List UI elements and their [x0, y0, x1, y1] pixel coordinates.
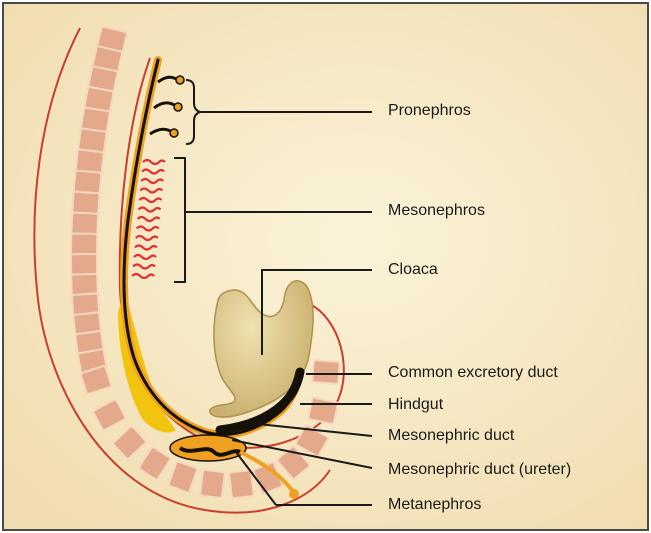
label-metanephros: Metanephros: [388, 496, 481, 514]
label-common-excretory-duct: Common excretory duct: [388, 364, 558, 382]
somite-block: [312, 360, 340, 384]
label-mesonephric-duct: Mesonephric duct: [388, 427, 514, 445]
somite-block: [71, 233, 97, 255]
somite-block: [71, 213, 98, 236]
label-hindgut: Hindgut: [388, 396, 443, 414]
somite-block: [200, 470, 225, 498]
label-mesonephric-duct-ureter: Mesonephric duct (ureter): [388, 461, 571, 479]
somite-block: [229, 470, 254, 498]
somite-block: [72, 192, 99, 216]
somite-block: [71, 254, 97, 276]
label-cloaca: Cloaca: [388, 261, 438, 279]
somite-block: [308, 397, 338, 424]
label-pronephros: Pronephros: [388, 102, 471, 120]
label-mesonephros: Mesonephros: [388, 202, 485, 220]
